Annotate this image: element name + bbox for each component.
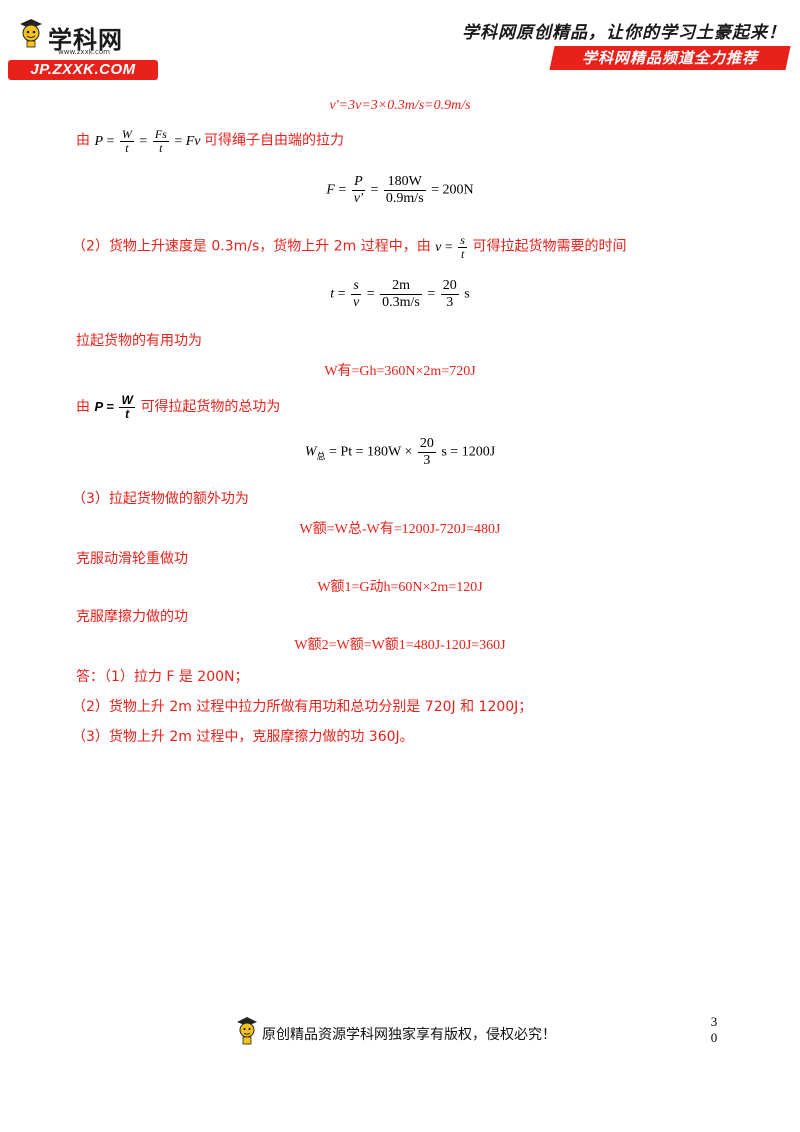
copyright-text: 原创精品资源学科网独家享有版权，侵权必究！ <box>262 1027 556 1043</box>
text-prefix: 由 <box>76 398 90 415</box>
equation-w-extra: W额=W总-W有=1200J-720J=480J <box>299 522 501 537</box>
text-prefix: 由 <box>76 132 90 149</box>
fraction-denominator: 0.9m/s <box>385 191 424 206</box>
equation-v-prime: v'=3v=3×0.3m/s=0.9m/s <box>329 98 471 113</box>
mascot-icon <box>237 1017 257 1045</box>
answer-line-2: （2）货物上升 2m 过程中拉力所做有用功和总功分别是 720J 和 1200J… <box>72 699 533 715</box>
logo-name: 学科网 <box>48 26 123 54</box>
answer-line-3: （3）货物上升 2m 过程中，克服摩擦力做的功 360J。 <box>72 729 414 745</box>
text-line-12: 克服动滑轮重做功 <box>76 551 188 567</box>
text-line-6: 拉起货物的有用功为 <box>76 333 202 349</box>
fraction-denominator: 3 <box>446 295 454 310</box>
equation-w-useful: W有=Gh=360N×2m=720J <box>324 364 476 379</box>
page-number-bottom: 0 <box>710 1030 718 1045</box>
formula-mid: = Pt = 180W × <box>329 444 413 460</box>
fraction-denominator: 3 <box>423 453 431 468</box>
answer-line-1: 答：（1）拉力 F 是 200N； <box>76 669 249 685</box>
header-banner: 学科网精品频道全力推荐 <box>549 46 791 70</box>
page-number: 3 0 <box>708 1014 720 1046</box>
banner-text: 学科网精品频道全力推荐 <box>581 49 758 67</box>
fraction-numerator: 20 <box>417 436 436 453</box>
text-suffix: 可得绳子自由端的拉力 <box>204 132 344 149</box>
header-slogan: 学科网原创精品，让你的学习土豪起来！ <box>462 23 786 43</box>
fraction-numerator: 20 <box>440 278 459 295</box>
text-suffix: 可得拉起货物需要的时间 <box>472 238 627 255</box>
formula-unit: s <box>464 286 470 302</box>
page-number-top: 3 <box>710 1014 718 1029</box>
fraction-numerator: 2m <box>380 278 422 295</box>
formula-rhs: s = 1200J <box>441 444 496 460</box>
formula-lhs: F <box>326 182 335 198</box>
fraction-numerator: P <box>354 174 363 189</box>
page-header: 学科网 www.zxxk.com JP.ZXXK.COM 学科网原创精品，让你的… <box>0 0 800 80</box>
text-line-14: 克服摩擦力做的功 <box>76 609 188 625</box>
logo-url-badge: JP.ZXXK.COM <box>8 60 158 80</box>
text-line-10: （3）拉起货物做的额外功为 <box>72 491 249 507</box>
text-suffix: 可得拉起货物的总功为 <box>140 398 281 415</box>
equation-w-extra-1: W额1=G动h=60N×2m=120J <box>317 580 483 595</box>
logo-small-url: www.zxxk.com <box>58 48 110 56</box>
mascot-icon <box>20 19 42 48</box>
formula-rhs: = 200N <box>431 182 474 198</box>
fraction-denominator: v' <box>353 191 364 206</box>
text-prefix: （2）货物上升速度是 0.3m/s，货物上升 2m 过程中，由 <box>72 238 431 255</box>
equation-w-extra-2: W额2=W额=W额1=480J-120J=360J <box>294 638 506 653</box>
zxxk-logo[interactable]: 学科网 www.zxxk.com JP.ZXXK.COM <box>8 10 158 80</box>
fraction-numerator: 180W <box>383 174 426 191</box>
fraction-denominator: 0.3m/s <box>382 295 420 310</box>
